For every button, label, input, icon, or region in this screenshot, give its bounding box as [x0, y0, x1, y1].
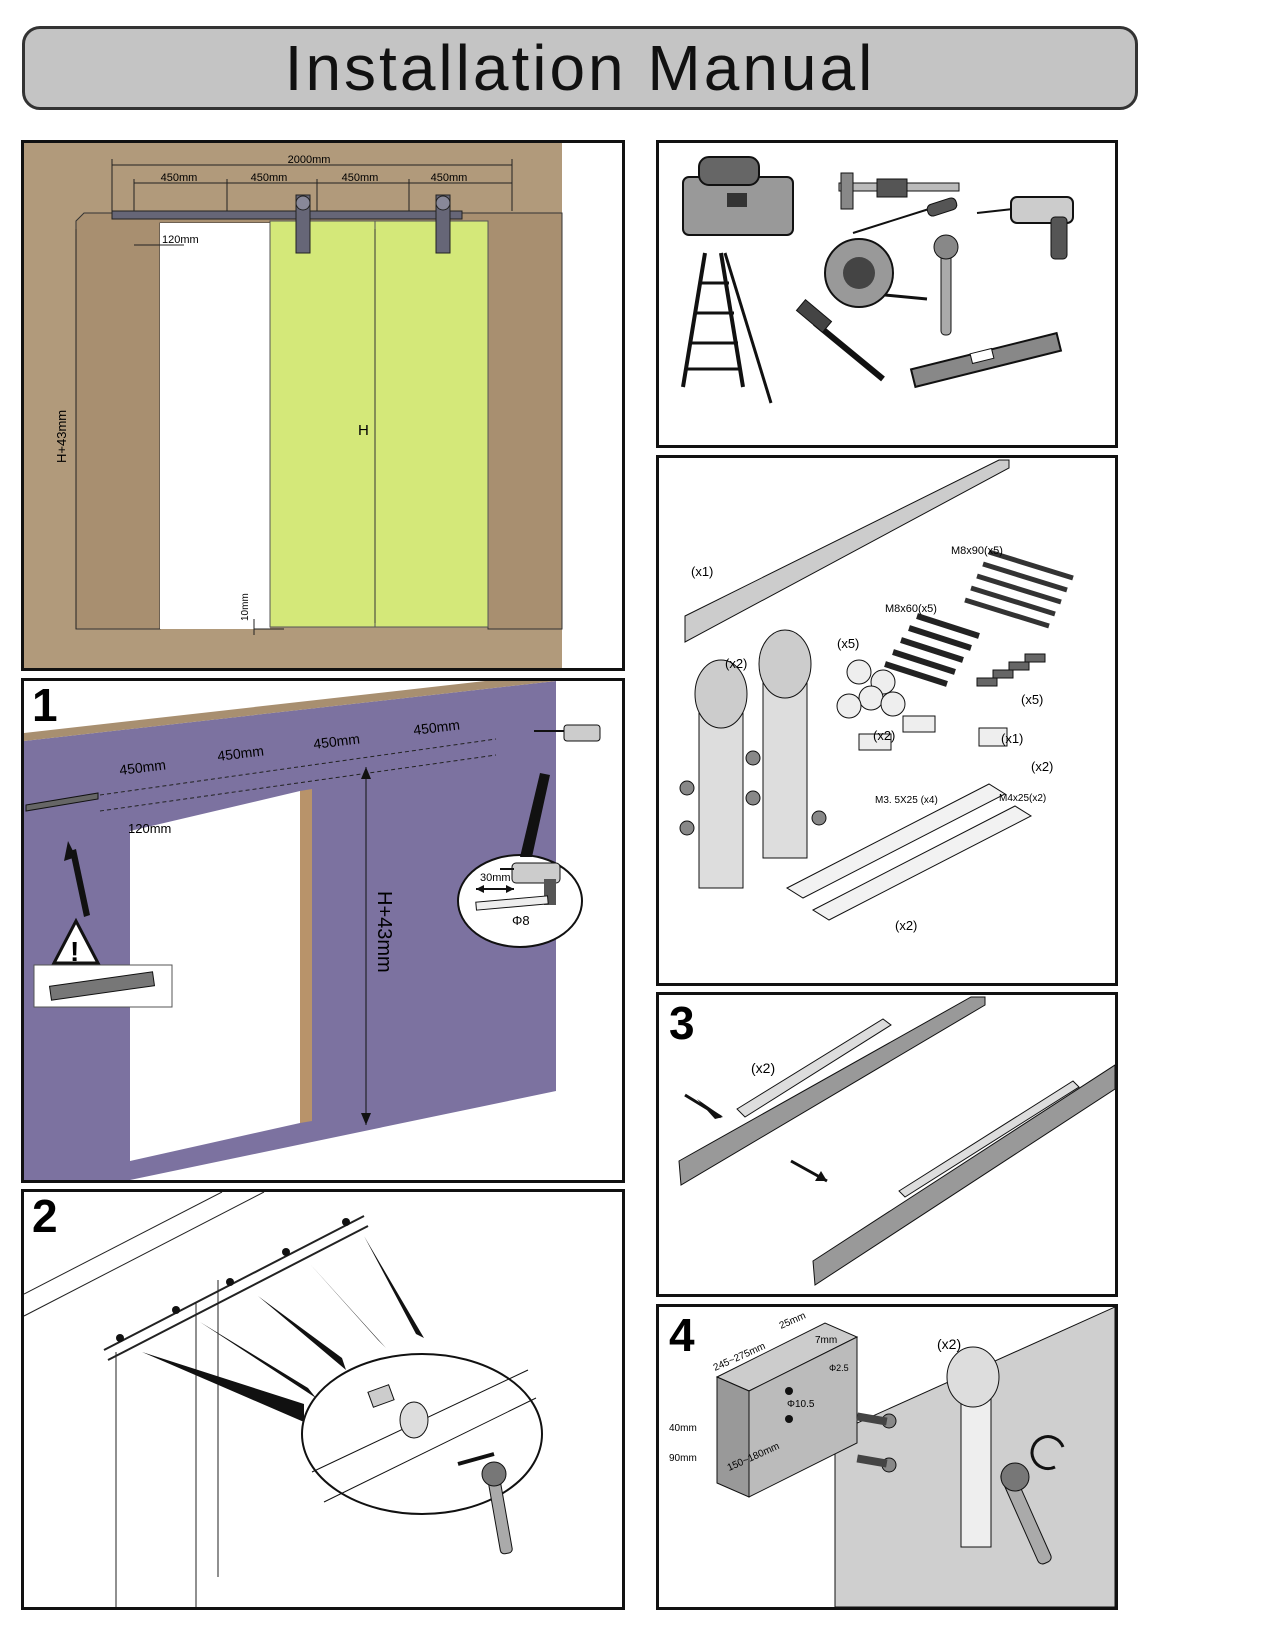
step-3-panel: 3 (x2) [656, 992, 1118, 1297]
step-1-drill-diameter: Φ8 [512, 913, 530, 928]
overview-segment-4: 450mm [431, 172, 468, 184]
short-bolt-part [884, 613, 980, 687]
parts-anchors-qty: (x5) [1021, 692, 1043, 707]
stop-part [978, 727, 1008, 747]
step-4-gap-a: 40mm [669, 1423, 697, 1434]
step-1-diagram: 1 450mm 450mm 450mm 450mm 120mm H+43mm 3… [24, 681, 601, 1180]
parts-soft-close-qty: (x2) [895, 918, 917, 933]
overview-floor-gap: 10mm [240, 593, 251, 621]
parts-stop-screws-label: M4x25(x2) [999, 793, 1046, 804]
step-1-segment-4: 450mm [412, 716, 460, 738]
overview-segment-3: 450mm [342, 172, 379, 184]
step-3-number: 3 [669, 997, 695, 1049]
overview-door-height: H [358, 422, 369, 439]
tape-measure-icon [824, 238, 928, 308]
step-1-height: H+43mm [373, 891, 395, 973]
parts-spacers-qty: (x5) [837, 636, 859, 651]
drill-icon [500, 724, 601, 905]
parts-guide-screws-label: M3. 5X25 (x4) [875, 795, 938, 806]
hanger-part [679, 629, 827, 889]
parts-hangers-qty: (x2) [725, 656, 747, 671]
step-1-panel: 1 450mm 450mm 450mm 450mm 120mm H+43mm 3… [21, 678, 625, 1183]
overview-wall-height: H+43mm [54, 410, 69, 463]
hanger-part [946, 1346, 1000, 1548]
step-4-diagram: 4 (x2) 245~275mm 25mm 7mm Φ2.5 Φ10.5 40m… [669, 1307, 1115, 1607]
step-3-diagram: 3 (x2) [669, 996, 1115, 1286]
step-1-segment-3: 450mm [312, 730, 360, 752]
title-banner: Installation Manual [22, 26, 1138, 110]
step-4-large-hole: Φ10.5 [787, 1399, 815, 1410]
parts-long-bolts-label: M8x90(x5) [951, 545, 1003, 557]
overview-diagram: 2000mm 450mm 450mm 450mm 450mm 120mm H+4… [24, 143, 622, 668]
toolbox-icon [682, 156, 794, 236]
step-1-drill-depth: 30mm [480, 872, 511, 884]
spirit-level-icon [909, 331, 1063, 389]
guide-part [858, 715, 936, 751]
parts-illustration: (x1) (x2) (x5) M8x90(x5) M8x60(x5) (x5) … [679, 459, 1074, 933]
step-1-offset: 120mm [128, 821, 171, 836]
step-2-panel: 2 [21, 1189, 625, 1610]
parts-guides-qty: (x2) [873, 728, 895, 743]
screwdriver-icon [852, 197, 958, 234]
wrench-icon [1000, 1462, 1052, 1565]
parts-panel: (x1) (x2) (x5) M8x90(x5) M8x60(x5) (x5) … [656, 455, 1118, 986]
step-2-diagram: 2 [24, 1192, 543, 1607]
step-2-number: 2 [32, 1192, 58, 1242]
step-4-width: 25mm [778, 1310, 808, 1331]
parts-stop-qty: (x1) [1001, 731, 1023, 746]
ladder-icon [681, 252, 773, 404]
step-1-number: 1 [32, 681, 58, 731]
hammer-icon [795, 299, 885, 382]
parts-rail-qty: (x1) [691, 564, 713, 579]
wrench-icon [933, 234, 959, 336]
overview-offset: 120mm [162, 234, 199, 246]
overview-panel: 2000mm 450mm 450mm 450mm 450mm 120mm H+4… [21, 140, 625, 671]
step-4-qty: (x2) [937, 1336, 961, 1352]
step-4-small-hole: Φ2.5 [829, 1363, 849, 1373]
tools-panel [656, 140, 1118, 448]
step-4-depth: 7mm [815, 1335, 837, 1346]
step-1-segment-2: 450mm [216, 742, 264, 764]
step-4-number: 4 [669, 1309, 695, 1361]
parts-stop-screws-qty: (x2) [1031, 759, 1053, 774]
tools-illustration [681, 156, 1074, 404]
overview-segment-2: 450mm [251, 172, 288, 184]
soft-close-part [785, 783, 1033, 921]
long-bolt-part [964, 549, 1074, 629]
parts-short-bolts-label: M8x60(x5) [885, 603, 937, 615]
step-3-qty: (x2) [751, 1060, 775, 1076]
page-title: Installation Manual [284, 32, 876, 104]
step-4-panel: 4 (x2) 245~275mm 25mm 7mm Φ2.5 Φ10.5 40m… [656, 1304, 1118, 1610]
anchor-part [976, 653, 1046, 687]
caliper-icon [838, 172, 960, 210]
drill-icon [976, 196, 1074, 260]
step-1-segment-1: 450mm [118, 756, 166, 778]
overview-total-length: 2000mm [288, 154, 331, 166]
warning-icon: ! [70, 936, 79, 967]
spacer-part [836, 659, 906, 719]
wrench-icon [481, 1461, 513, 1555]
overview-segment-1: 450mm [161, 172, 198, 184]
step-4-gap-b: 90mm [669, 1453, 697, 1464]
